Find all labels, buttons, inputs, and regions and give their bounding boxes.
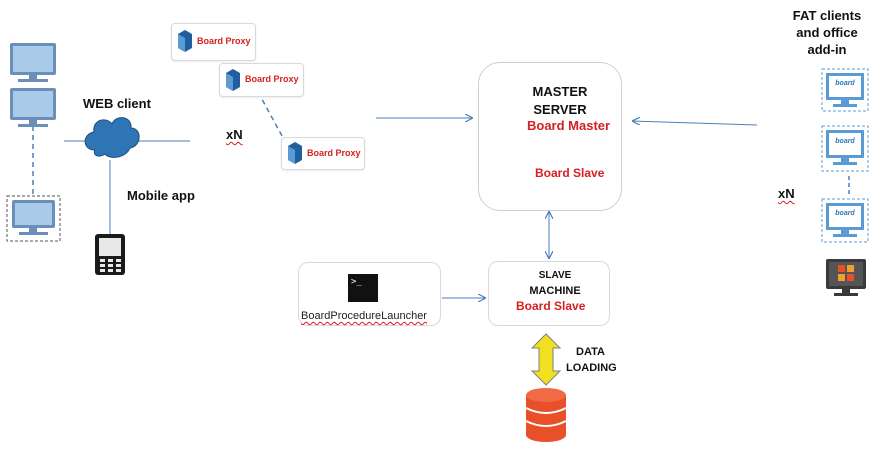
master-server-node <box>478 62 622 211</box>
slave-board-slave-label: Board Slave <box>516 299 586 313</box>
database-icon <box>525 388 567 442</box>
slave-machine-title-line2: MACHINE <box>529 285 581 297</box>
mobile-phone-icon <box>95 234 125 275</box>
fat-client-monitor-icon <box>821 125 869 172</box>
data-loading-line1: DATA <box>576 346 605 358</box>
terminal-icon: >_ <box>348 274 378 302</box>
fat-client-screen-logo: board <box>835 210 855 217</box>
fat-clients-line1: FAT clients <box>792 8 862 23</box>
proxy-server-icon <box>288 142 302 164</box>
master-board-slave-label: Board Slave <box>535 166 605 180</box>
fat-clients-line2: and office <box>796 25 858 40</box>
fat-to-master-arrow <box>633 121 758 126</box>
mobile-app-label: Mobile app <box>127 188 195 203</box>
data-loading-arrow <box>530 333 562 386</box>
fat-client-screen-logo: board <box>835 138 855 145</box>
terminal-prompt: >_ <box>351 277 362 287</box>
board-proxy-node: Board Proxy <box>219 63 304 97</box>
master-server-title-line2: SERVER <box>533 102 587 117</box>
slave-machine-title-line1: SLAVE <box>538 270 572 281</box>
fat-client-monitor-icon <box>821 198 869 243</box>
proxy-server-icon <box>226 69 240 91</box>
proxy-server-icon <box>178 30 192 52</box>
board-proxy-node: Board Proxy <box>281 137 365 170</box>
master-server-title-line1: MASTER <box>532 84 588 99</box>
desktop-monitor-icon <box>10 43 56 82</box>
office-addin-monitor-icon <box>826 259 866 296</box>
procedure-launcher-label: BoardProcedureLauncher <box>301 310 427 322</box>
board-proxy-node: Board Proxy <box>171 23 256 61</box>
cloud-icon <box>84 117 140 158</box>
board-proxy-label: Board Proxy <box>245 74 299 84</box>
board-master-label: Board Master <box>527 118 611 133</box>
fat-client-monitor-icon <box>821 68 869 112</box>
data-loading-line2: LOADING <box>566 362 617 374</box>
fat-clients-line3: add-in <box>807 42 847 57</box>
fat-client-screen-logo: board <box>835 80 855 87</box>
proxy-dashed-link <box>257 91 288 146</box>
desktop-monitor-icon <box>10 88 56 127</box>
web-client-label: WEB client <box>83 96 151 111</box>
board-proxy-label: Board Proxy <box>197 36 251 46</box>
proxy-multiplier-label: xN <box>226 127 243 142</box>
slave-machine-node <box>488 261 610 326</box>
fat-multiplier-label: xN <box>778 186 795 201</box>
desktop-monitor-icon <box>6 195 61 242</box>
board-proxy-label: Board Proxy <box>307 148 361 158</box>
